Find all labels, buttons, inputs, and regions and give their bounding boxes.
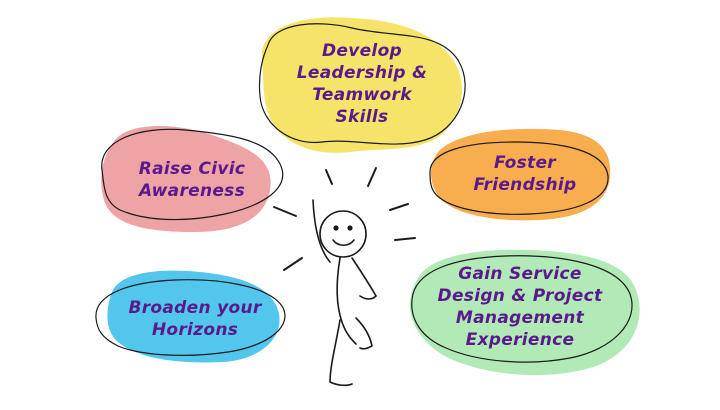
bubble-leadership-fill	[261, 17, 462, 153]
figure-arm-up	[312, 199, 331, 263]
bubble-service-line2: Design & Project	[437, 286, 603, 306]
bubble-civic-line1: Raise Civic	[138, 159, 246, 179]
bubble-horizons-label: Broaden your Horizons	[110, 297, 280, 341]
bubble-horizons-line2: Horizons	[151, 320, 239, 340]
figure-leg-left	[329, 319, 353, 387]
stick-figure-thinking-icon	[312, 199, 377, 387]
bubble-friendship-fill	[431, 128, 611, 221]
bubble-friendship-line2: Friendship	[473, 175, 577, 195]
ray	[394, 237, 416, 241]
figure-arm-hip	[359, 295, 377, 300]
ray	[283, 257, 303, 271]
bubble-horizons-outline	[95, 279, 286, 356]
figure-eye	[347, 225, 353, 231]
bubble-horizons-fill	[107, 270, 280, 363]
bubble-horizons	[95, 270, 286, 363]
idea-rays	[273, 167, 416, 271]
bubble-leadership-line1: Develop	[321, 41, 403, 61]
bubble-friendship-line1: Foster	[494, 153, 556, 173]
bubble-service-line4: Experience	[465, 330, 575, 350]
bubble-service-label: Gain Service Design & Project Management…	[420, 263, 620, 351]
bubble-leadership-line4: Skills	[335, 107, 389, 127]
bubble-service-line3: Management	[455, 308, 585, 328]
figure-body	[336, 257, 357, 345]
figure-smile	[332, 239, 355, 247]
bubble-service-outline	[411, 255, 633, 363]
bubble-friendship-label: Foster Friendship	[440, 152, 610, 196]
ray	[389, 203, 409, 211]
bubble-leadership-line2: Leadership &	[296, 63, 428, 83]
ray	[325, 169, 333, 185]
bubble-civic-fill	[101, 125, 271, 232]
ray	[367, 167, 377, 187]
bubble-friendship	[429, 128, 611, 221]
ray	[273, 206, 297, 217]
bubble-civic-outline	[101, 128, 284, 221]
figure-eye	[333, 225, 339, 231]
bubble-horizons-line1: Broaden your	[128, 298, 262, 318]
bubble-service-fill	[409, 249, 640, 376]
bubble-service	[409, 249, 640, 376]
bubble-civic-label: Raise Civic Awareness	[112, 158, 272, 202]
figure-leg-right	[355, 317, 373, 350]
bubble-civic	[101, 125, 284, 232]
bubble-civic-line2: Awareness	[138, 181, 246, 201]
figure-head	[319, 210, 367, 258]
bubble-leadership	[258, 17, 466, 153]
bubble-leadership-line3: Teamwork	[312, 85, 412, 105]
bubble-leadership-label: Develop Leadership & Teamwork Skills	[282, 40, 442, 128]
bubble-service-line1: Gain Service	[458, 264, 582, 284]
bubble-leadership-outline	[258, 23, 466, 145]
bubble-friendship-outline	[429, 141, 609, 215]
figure-body-side	[351, 257, 377, 297]
